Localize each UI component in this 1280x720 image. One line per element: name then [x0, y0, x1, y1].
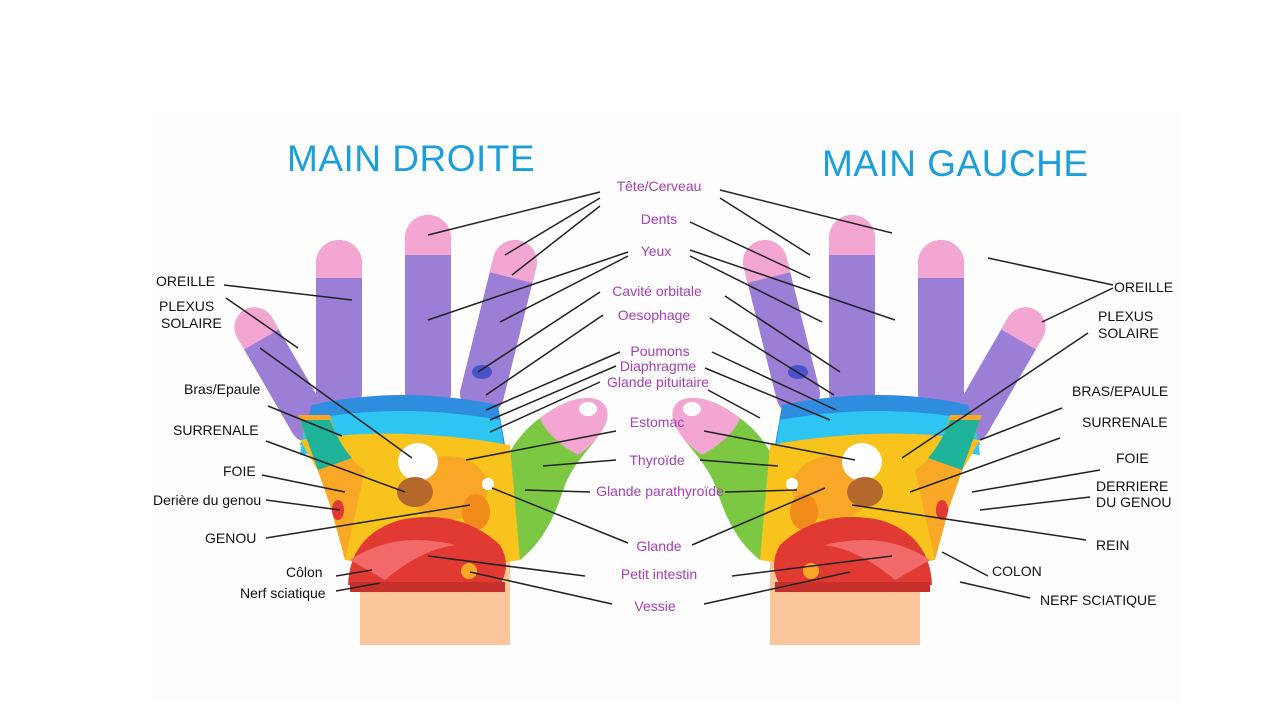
title-left-hand: MAIN GAUCHE [822, 143, 1089, 185]
label-oesophage: Oesophage [618, 307, 690, 323]
label-solaire-left: SOLAIRE [1098, 325, 1159, 341]
label-oreille-left: OREILLE [1114, 279, 1173, 295]
label-tete-cerveau: Tête/Cerveau [617, 178, 702, 194]
label-glande-pituitaire: Glande pituitaire [607, 374, 709, 390]
left-hand [672, 215, 1052, 645]
label-cavite-orbitale: Cavité orbitale [612, 283, 702, 299]
label-nerf-sciatique-right: Nerf sciatique [240, 585, 326, 601]
label-nerf-sciatique-left: NERF SCIATIQUE [1040, 592, 1156, 608]
label-foie-left: FOIE [1116, 450, 1149, 466]
label-dents: Dents [641, 211, 678, 227]
label-estomac: Estomac [630, 414, 684, 430]
label-genou-right: GENOU [205, 530, 256, 546]
label-vessie: Vessie [634, 598, 675, 614]
label-thyroide: Thyroïde [629, 452, 684, 468]
label-plexus-left: PLEXUS [1098, 308, 1153, 324]
label-poumons: Poumons [630, 343, 689, 359]
label-deriere-genou-right: Derière du genou [153, 492, 261, 508]
label-du-genou-left: DU GENOU [1096, 494, 1171, 510]
label-glande-parathyroide: Glande parathyroïde [596, 483, 724, 499]
title-right-hand: MAIN DROITE [287, 138, 535, 180]
label-derriere-left: DERRIERE [1096, 478, 1168, 494]
label-petit-intestin: Petit intestin [621, 566, 697, 582]
label-foie-right: FOIE [223, 463, 256, 479]
label-glande: Glande [636, 538, 681, 554]
label-bras-epaule-right: Bras/Epaule [184, 381, 260, 397]
label-surrenale-left: SURRENALE [1082, 414, 1168, 430]
label-diaphragme: Diaphragme [620, 358, 696, 374]
label-oreille-right: OREILLE [156, 273, 215, 289]
label-solaire-right: SOLAIRE [161, 315, 222, 331]
label-yeux: Yeux [641, 243, 672, 259]
label-colon-left: COLON [992, 563, 1042, 579]
label-bras-epaule-left: BRAS/EPAULE [1072, 383, 1168, 399]
right-hand [227, 215, 607, 645]
label-rein-left: REIN [1096, 537, 1129, 553]
label-colon-right: Côlon [286, 564, 323, 580]
label-surrenale-right: SURRENALE [173, 422, 259, 438]
label-plexus-right: PLEXUS [159, 298, 214, 314]
